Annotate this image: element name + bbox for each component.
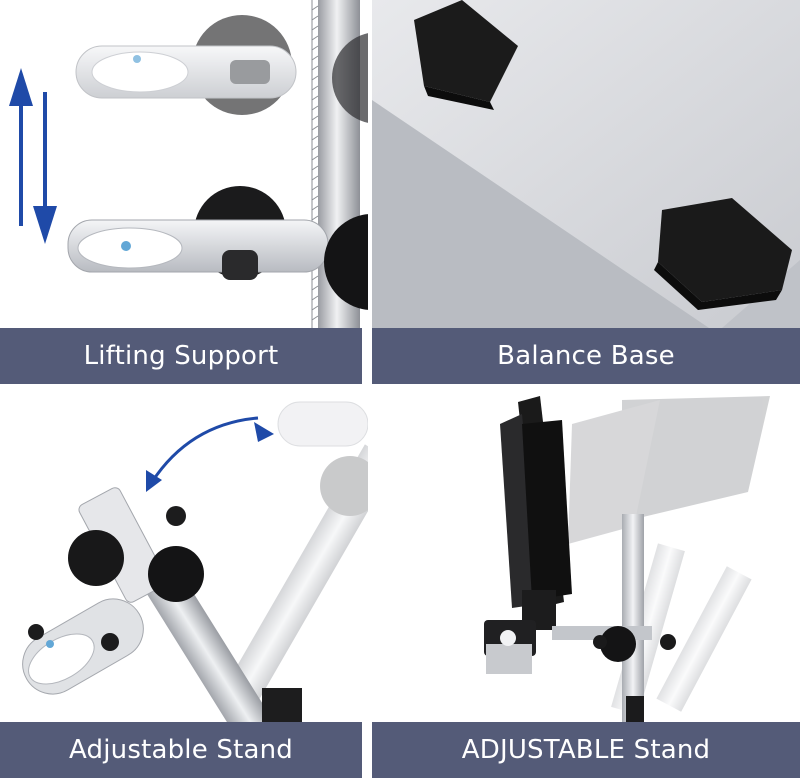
rubber-foot: [654, 198, 792, 310]
curved-arrow-icon: [146, 416, 274, 492]
balance-base-caption: Balance Base: [372, 328, 800, 384]
adjustable-stand-screen-illustration: [484, 396, 770, 724]
lifting-support-panel: Lifting Support: [0, 0, 368, 384]
balance-base-illustration: [372, 0, 800, 330]
lifting-support-label: Lifting Support: [83, 341, 279, 371]
balance-base-label: Balance Base: [497, 341, 675, 371]
lifting-support-caption: Lifting Support: [0, 328, 362, 384]
balance-base-panel: Balance Base: [372, 0, 800, 384]
adjustable-stand-screen-caption: ADJUSTABLE Stand: [372, 722, 800, 778]
adjustable-stand-screen-label: ADJUSTABLE Stand: [461, 735, 711, 765]
vertical-double-arrow-icon: [9, 68, 57, 244]
adjustable-stand-caption: Adjustable Stand: [0, 722, 362, 778]
adjustable-stand-panel: Adjustable Stand: [0, 394, 368, 778]
adjustable-stand-label: Adjustable Stand: [68, 735, 293, 765]
lifting-support-illustration: [9, 0, 368, 330]
adjustable-stand-screen-panel: ADJUSTABLE Stand: [372, 394, 800, 778]
rubber-foot: [414, 0, 518, 110]
adjustable-stand-illustration: [22, 401, 368, 724]
